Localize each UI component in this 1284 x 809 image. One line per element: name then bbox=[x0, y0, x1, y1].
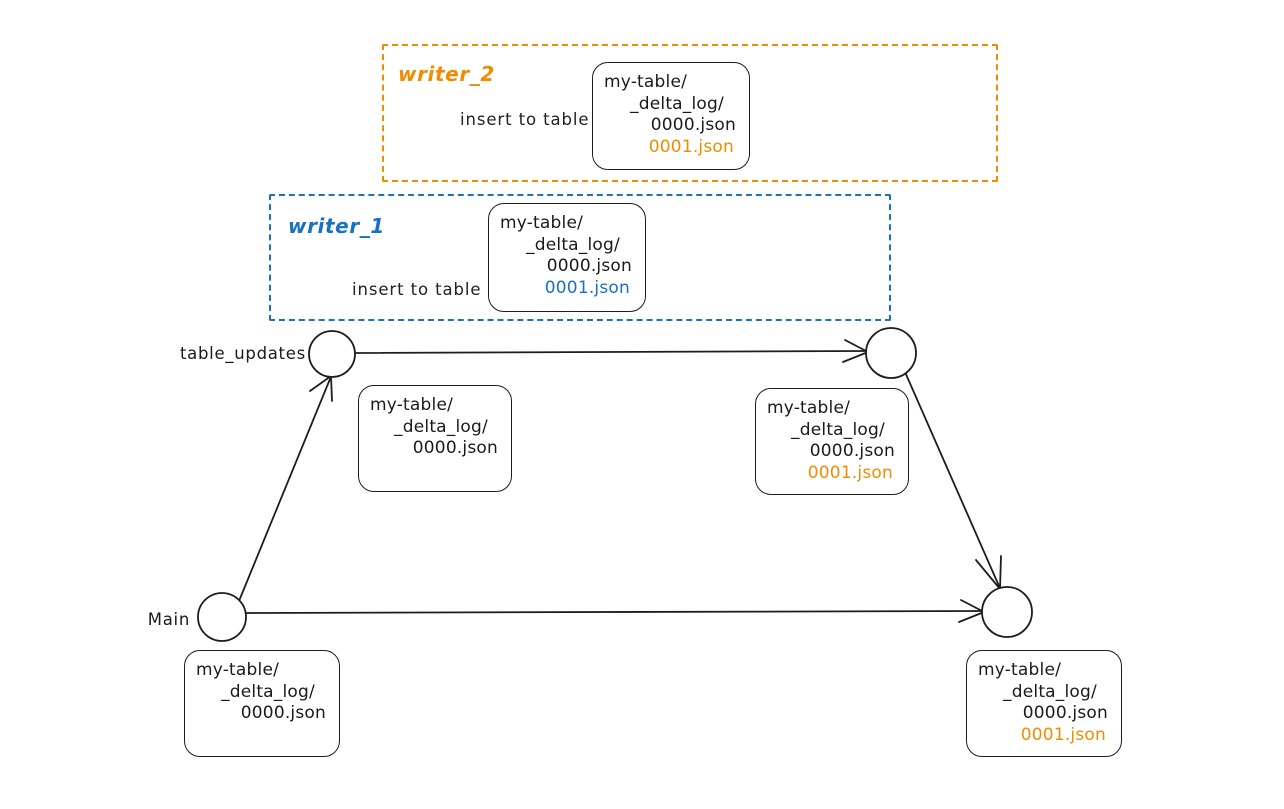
arrowhead-table-updates-merge bbox=[975, 555, 1002, 590]
file-line-highlight: 0001.json bbox=[544, 277, 630, 298]
edge-label-writer-1-insert: insert to table bbox=[352, 280, 482, 299]
file-box-table-updates-start-state[interactable]: my-table/ _delta_log/ 0000.json bbox=[358, 385, 512, 492]
branch-label-main: Main bbox=[147, 610, 190, 629]
file-line: my-table/ bbox=[604, 72, 688, 92]
file-line: my-table/ bbox=[978, 660, 1062, 680]
node-table-updates-start-hit[interactable] bbox=[309, 331, 355, 377]
file-line-highlight: 0001.json bbox=[1020, 724, 1106, 745]
file-line: 0000.json bbox=[546, 256, 632, 277]
file-box-main-head-state[interactable]: my-table/ _delta_log/ 0000.json 0001.jso… bbox=[966, 650, 1122, 757]
group-frame-writer-2[interactable] bbox=[382, 44, 998, 182]
file-line: my-table/ bbox=[370, 395, 454, 415]
file-line: 0000.json bbox=[809, 441, 895, 462]
file-line: 0000.json bbox=[1022, 703, 1108, 724]
file-box-writer-1[interactable]: my-table/ _delta_log/ 0000.json 0001.jso… bbox=[488, 203, 646, 312]
file-line: my-table/ bbox=[196, 660, 280, 680]
edge-table-updates-merge bbox=[904, 371, 1000, 587]
node-table-updates-head-hit[interactable] bbox=[866, 328, 916, 378]
file-box-table-updates-head-state[interactable]: my-table/ _delta_log/ 0000.json 0001.jso… bbox=[755, 388, 909, 495]
edge-main-branch-off bbox=[238, 378, 331, 602]
file-line-highlight: 0001.json bbox=[648, 136, 734, 157]
group-frame-writer-1[interactable] bbox=[269, 194, 891, 321]
branch-label-table-updates: table_updates bbox=[180, 344, 306, 363]
node-main-start-hit[interactable] bbox=[198, 593, 246, 641]
file-box-writer-2[interactable]: my-table/ _delta_log/ 0000.json 0001.jso… bbox=[592, 62, 750, 170]
file-line: _delta_log/ bbox=[1003, 681, 1097, 702]
file-line-highlight: 0001.json bbox=[807, 462, 893, 483]
file-line: 0000.json bbox=[240, 703, 326, 724]
file-line: _delta_log/ bbox=[394, 416, 488, 437]
arrowhead-table-updates-commit bbox=[842, 339, 869, 363]
file-line: _delta_log/ bbox=[221, 681, 315, 702]
node-main-head-hit[interactable] bbox=[982, 587, 1032, 637]
group-title-writer-1: writer_1 bbox=[288, 214, 385, 238]
file-line: 0000.json bbox=[412, 438, 498, 459]
file-line: my-table/ bbox=[767, 398, 851, 418]
file-line: _delta_log/ bbox=[791, 419, 885, 440]
file-line: my-table/ bbox=[500, 213, 584, 233]
edge-label-writer-2-insert: insert to table bbox=[460, 110, 590, 129]
edge-main-commit bbox=[244, 610, 983, 614]
file-box-main-start-state[interactable]: my-table/ _delta_log/ 0000.json bbox=[184, 650, 340, 757]
group-title-writer-2: writer_2 bbox=[398, 62, 495, 86]
file-line: _delta_log/ bbox=[526, 234, 620, 255]
arrowhead-main-branch-off bbox=[309, 375, 333, 402]
file-line: 0000.json bbox=[650, 115, 736, 136]
edge-table-updates-commit bbox=[354, 350, 867, 354]
file-line: _delta_log/ bbox=[630, 93, 724, 114]
arrowhead-main-commit bbox=[958, 599, 985, 623]
